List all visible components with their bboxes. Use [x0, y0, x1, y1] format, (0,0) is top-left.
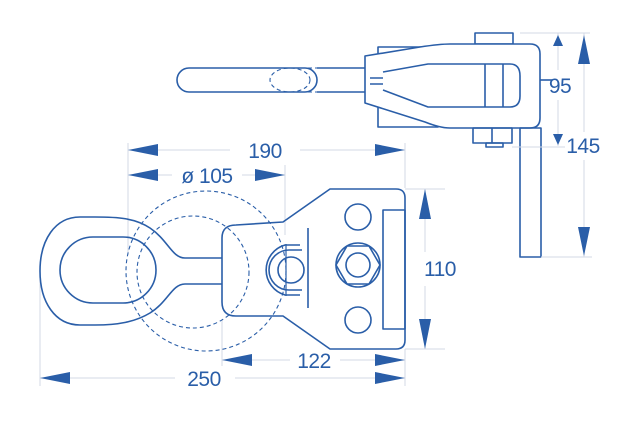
side-bar [519, 127, 542, 258]
side-washer [485, 142, 504, 148]
dim-145-label: 145 [566, 135, 600, 158]
plate-slot [382, 209, 406, 330]
bolt-hole-bottom [344, 306, 372, 334]
rod-end [370, 77, 383, 85]
dim-190 [128, 144, 405, 156]
hidden-ring-left [269, 67, 311, 93]
eye-outer [39, 216, 222, 326]
top-tab [474, 32, 514, 45]
dim-145 [578, 33, 590, 257]
dim-122 [222, 354, 405, 366]
dim-122-label: 122 [297, 350, 331, 373]
dim-105 [128, 169, 285, 181]
dim-105-label: ø 105 [181, 165, 232, 188]
dim-250-label: 250 [187, 368, 221, 391]
clamp-plate [221, 188, 406, 350]
nut-washer [335, 242, 381, 288]
dim-95-label: 95 [549, 75, 571, 98]
hex-nut [335, 245, 381, 285]
clevis-slot [382, 63, 521, 108]
bolt-hole-top [344, 203, 372, 231]
dim-110 [419, 189, 431, 349]
nut-bolt [345, 252, 371, 278]
swivel-circle-inner [136, 215, 250, 329]
dim-95 [553, 33, 563, 146]
eye-inner [59, 236, 157, 304]
clevis-body [364, 43, 541, 129]
front-view: 190 ø 105 110 122 250 [39, 140, 456, 391]
side-view: 95 145 [176, 32, 600, 258]
swivel-circle-outer [125, 190, 287, 352]
swivel-pin [265, 244, 305, 296]
dim-110-label: 110 [424, 258, 456, 281]
dim-250 [40, 372, 405, 384]
handle [176, 67, 318, 93]
dim-190-label: 190 [248, 140, 282, 163]
